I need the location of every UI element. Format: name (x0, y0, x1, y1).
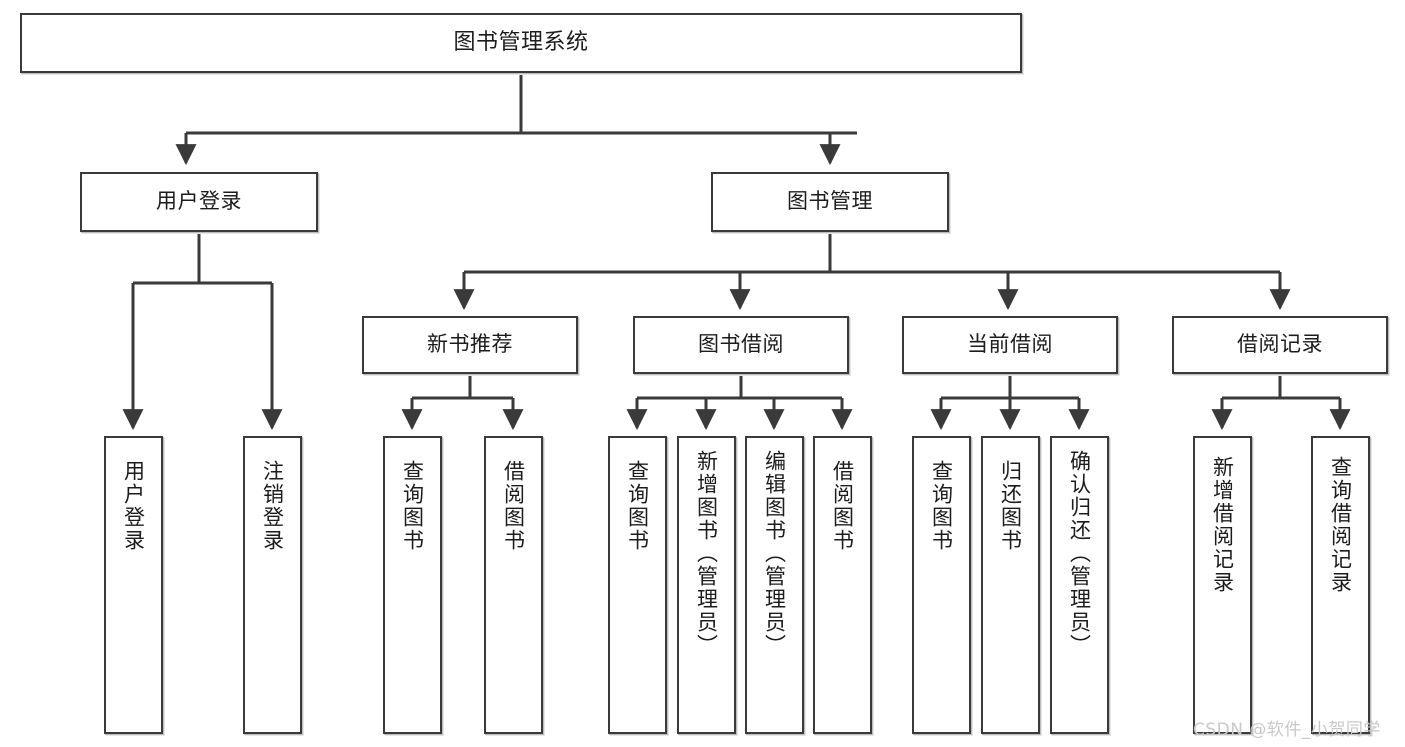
node-user-login[interactable]: 用户登录 (80, 172, 318, 232)
node-leaf-borrow-book-2[interactable]: 借阅图书 (813, 436, 872, 734)
node-leaf-query-book-2[interactable]: 查询图书 (608, 436, 667, 734)
node-leaf-user-login-label: 用户登录 (121, 460, 146, 552)
node-book-borrow-label: 图书借阅 (698, 332, 784, 357)
node-leaf-return-book-label: 归还图书 (998, 460, 1023, 552)
node-leaf-confirm-return-label: 确认归还（管理员） (1067, 450, 1092, 657)
node-leaf-logout-login[interactable]: 注销登录 (243, 436, 302, 734)
node-leaf-borrow-book-1[interactable]: 借阅图书 (484, 436, 543, 734)
node-book-manage-label: 图书管理 (787, 189, 873, 214)
node-leaf-borrow-book-1-label: 借阅图书 (501, 460, 526, 552)
node-leaf-add-book-label: 新增图书（管理员） (694, 450, 719, 657)
node-leaf-query-book-1[interactable]: 查询图书 (383, 436, 442, 734)
node-user-login-label: 用户登录 (156, 189, 242, 214)
node-book-borrow[interactable]: 图书借阅 (633, 316, 849, 374)
node-leaf-query-record-label: 查询借阅记录 (1328, 456, 1353, 594)
node-leaf-query-book-2-label: 查询图书 (625, 460, 650, 552)
node-borrow-record[interactable]: 借阅记录 (1172, 316, 1388, 374)
node-leaf-add-record-label: 新增借阅记录 (1210, 456, 1235, 594)
node-leaf-query-book-3-label: 查询图书 (929, 460, 954, 552)
node-leaf-return-book[interactable]: 归还图书 (981, 436, 1040, 734)
node-leaf-logout-login-label: 注销登录 (260, 460, 285, 552)
node-leaf-edit-book-label: 编辑图书（管理员） (762, 450, 787, 657)
node-borrow-record-label: 借阅记录 (1237, 332, 1323, 357)
node-new-book-rec[interactable]: 新书推荐 (362, 316, 578, 374)
node-leaf-borrow-book-2-label: 借阅图书 (830, 460, 855, 552)
node-leaf-add-book[interactable]: 新增图书（管理员） (677, 436, 736, 734)
node-current-borrow-label: 当前借阅 (967, 332, 1053, 357)
node-leaf-query-record[interactable]: 查询借阅记录 (1311, 436, 1370, 734)
node-leaf-user-login[interactable]: 用户登录 (104, 436, 163, 734)
node-leaf-query-book-1-label: 查询图书 (400, 460, 425, 552)
node-leaf-edit-book[interactable]: 编辑图书（管理员） (745, 436, 804, 734)
node-leaf-query-book-3[interactable]: 查询图书 (912, 436, 971, 734)
csdn-watermark: CSDN @软件_小贺同学 (1193, 720, 1381, 740)
node-leaf-add-record[interactable]: 新增借阅记录 (1193, 436, 1252, 734)
node-current-borrow[interactable]: 当前借阅 (902, 316, 1118, 374)
node-root-label: 图书管理系统 (453, 29, 589, 55)
node-leaf-confirm-return[interactable]: 确认归还（管理员） (1050, 436, 1109, 734)
node-new-book-rec-label: 新书推荐 (427, 332, 513, 357)
node-book-manage[interactable]: 图书管理 (711, 172, 949, 232)
node-root[interactable]: 图书管理系统 (20, 13, 1022, 73)
